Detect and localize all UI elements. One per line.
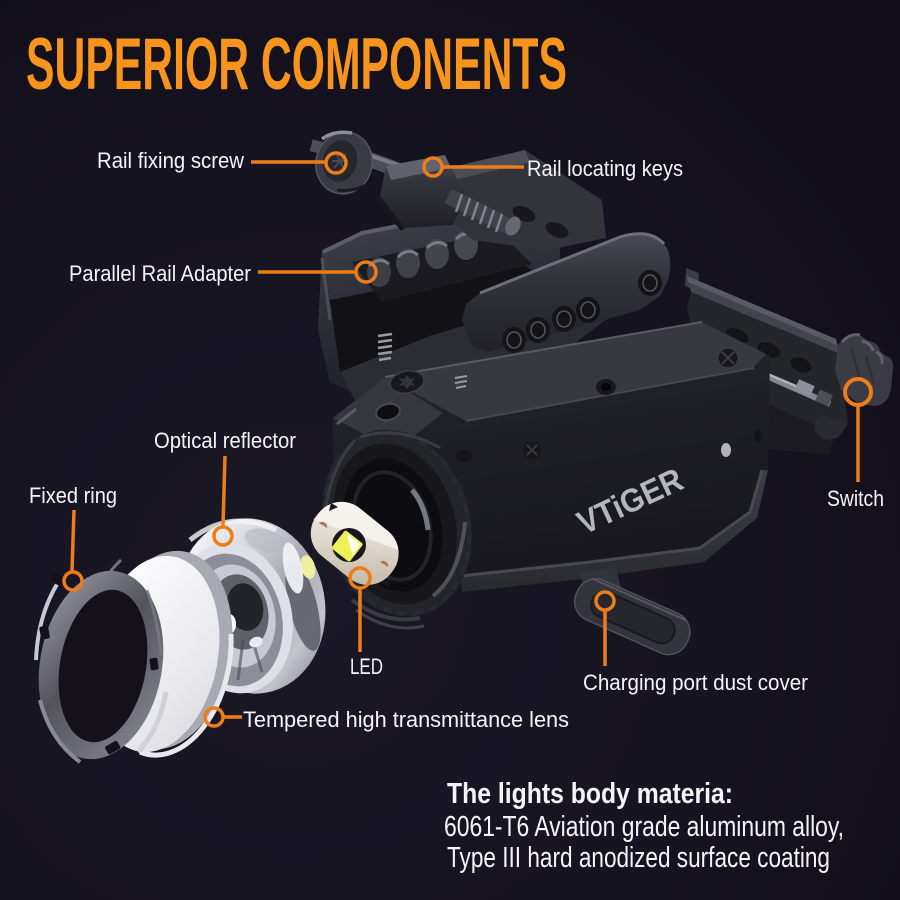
svg-text:Rail fixing screw: Rail fixing screw: [97, 148, 244, 173]
svg-text:Switch: Switch: [827, 486, 884, 511]
svg-text:Charging port dust cover: Charging port dust cover: [583, 670, 808, 695]
svg-text:Optical reflector: Optical reflector: [154, 428, 296, 453]
svg-text:Rail locating keys: Rail locating keys: [527, 156, 683, 181]
svg-text:SUPERIOR COMPONENTS: SUPERIOR COMPONENTS: [26, 24, 567, 105]
svg-text:LED: LED: [350, 654, 383, 679]
svg-text:6061-T6 Aviation grade aluminu: 6061-T6 Aviation grade aluminum alloy,: [444, 811, 844, 843]
svg-text:The lights body materia:: The lights body materia:: [447, 778, 733, 810]
svg-text:Fixed ring: Fixed ring: [29, 483, 117, 508]
svg-text:Parallel Rail Adapter: Parallel Rail Adapter: [69, 261, 251, 286]
svg-text:Type III hard anodized surface: Type III hard anodized surface coating: [447, 842, 830, 874]
svg-text:Tempered high transmittance le: Tempered high transmittance lens: [243, 707, 569, 732]
